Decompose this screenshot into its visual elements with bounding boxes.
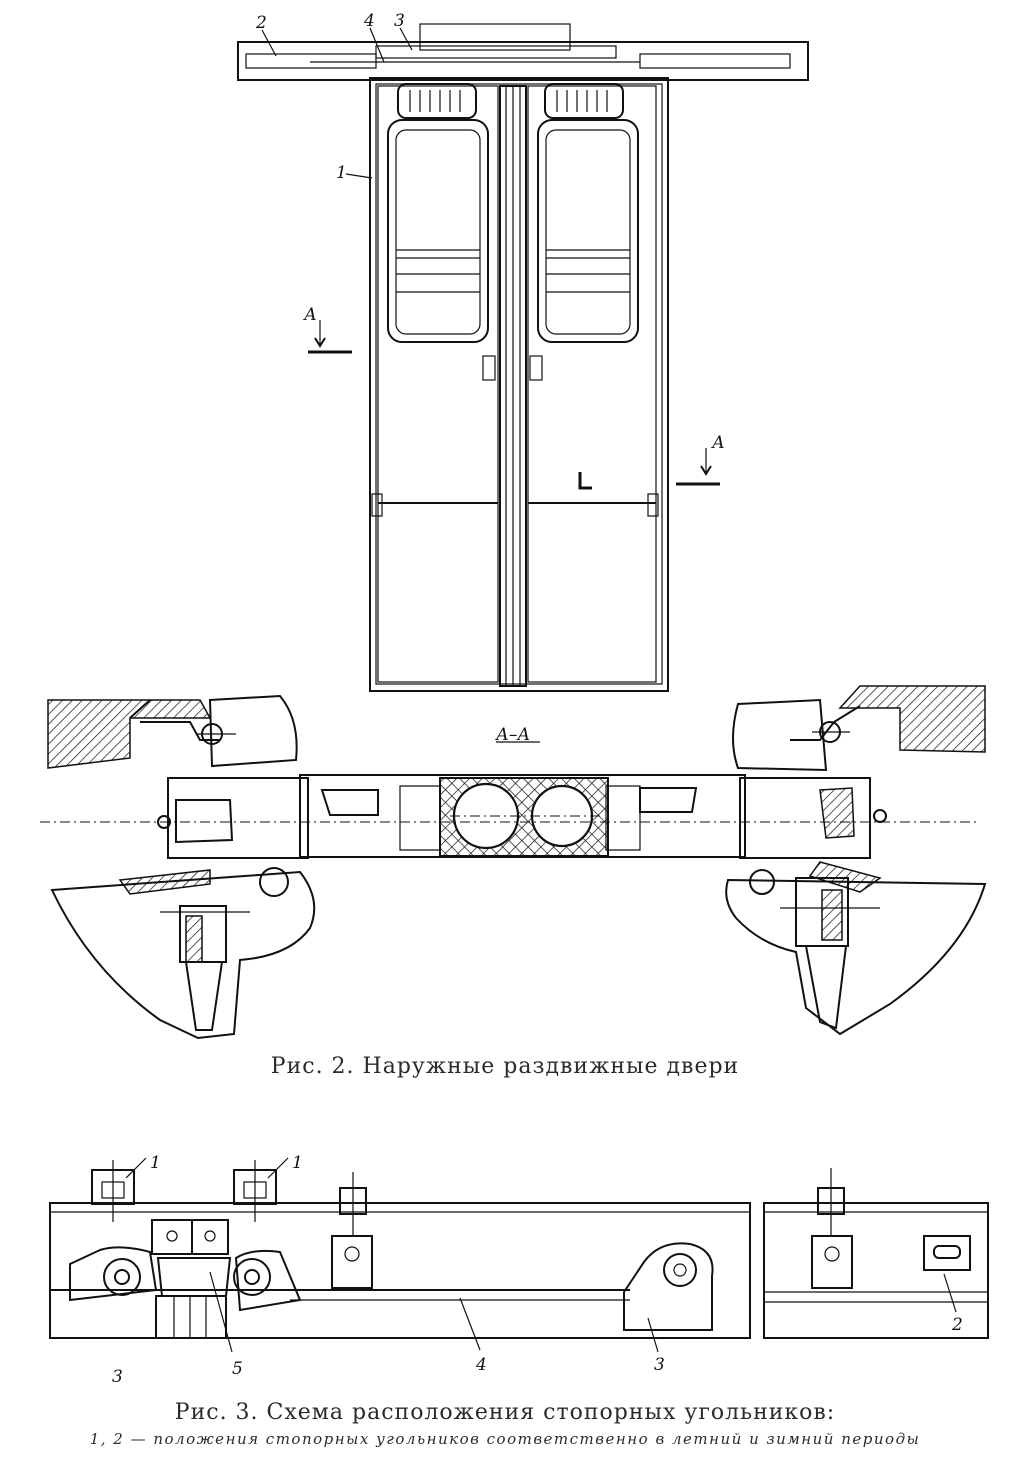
figure3-subcaption: 1, 2 — положения стопорных угольников со… bbox=[89, 1430, 921, 1448]
fig2-callout-1: 1 bbox=[336, 163, 347, 183]
fig2-callout-2: 2 bbox=[255, 13, 267, 33]
fig2-callout-4: 4 bbox=[363, 11, 375, 31]
fig3-callout-1a: 1 bbox=[150, 1153, 161, 1173]
door-elevation bbox=[237, 23, 809, 692]
fig3-callout-3b: 3 bbox=[654, 1355, 665, 1375]
fig3-callout-5: 5 bbox=[232, 1359, 243, 1379]
stopper-layout-diagram bbox=[49, 1157, 989, 1353]
section-title: А–А bbox=[495, 725, 530, 745]
fig3-callout-2: 2 bbox=[951, 1315, 963, 1335]
fig2-callout-3: 3 bbox=[394, 11, 405, 31]
section-a-a bbox=[40, 685, 987, 1040]
fig3-callout-3a: 3 bbox=[112, 1367, 123, 1387]
figure3-caption: Рис. 3. Схема расположения стопорных уго… bbox=[174, 1400, 836, 1425]
figure2-caption: Рис. 2. Наружные раздвижные двери bbox=[270, 1054, 740, 1079]
section-mark-right: А bbox=[711, 433, 725, 453]
section-mark-left: А bbox=[303, 305, 317, 325]
fig3-callout-1b: 1 bbox=[292, 1153, 303, 1173]
fig3-callout-4: 4 bbox=[475, 1355, 487, 1375]
